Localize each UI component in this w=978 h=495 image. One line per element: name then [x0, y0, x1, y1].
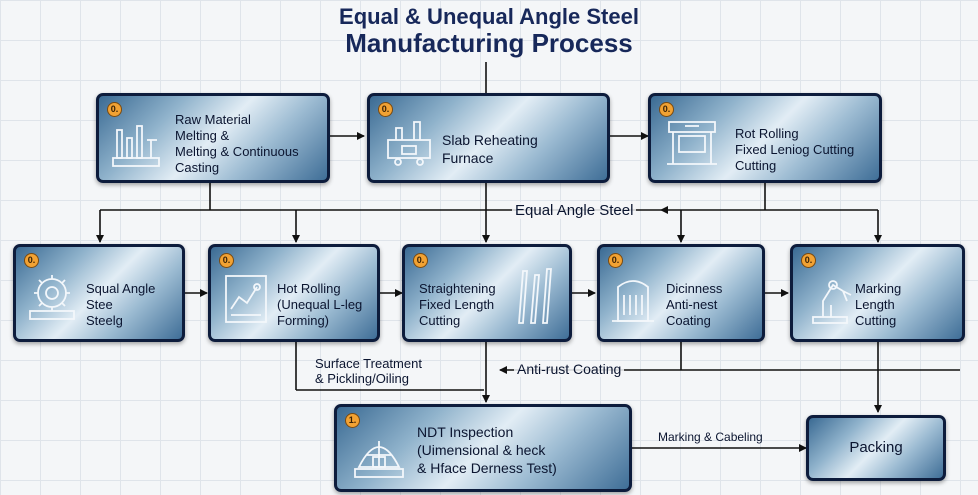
step-badge: 0.: [24, 253, 39, 268]
node-label: NDT Inspection(Uimensional & heck & Hfac…: [417, 424, 557, 476]
node-label: Hot Rolling(Unequal L-leg Forming): [277, 281, 363, 328]
edge-label-anti-rust-coating: Anti-rust Coating: [514, 361, 625, 377]
node-hot-rolling-unequal[interactable]: 0. Hot Rolling(Unequal L-leg Forming): [208, 244, 380, 342]
node-label: Packing: [849, 439, 903, 456]
node-ndt-inspection[interactable]: 1. NDT Inspection(Uimensional & heck & H…: [334, 404, 632, 492]
steel-bars-icon: [513, 265, 557, 327]
inspection-dome-icon: [353, 427, 405, 481]
rolling-mill-icon: [665, 118, 719, 170]
gear-roller-icon: [26, 273, 78, 323]
step-badge: 0.: [801, 253, 816, 268]
furnace-icon: [384, 118, 434, 168]
step-badge: 0.: [378, 102, 393, 117]
step-badge: 0.: [219, 253, 234, 268]
step-badge: 1.: [345, 413, 360, 428]
step-badge: 0.: [107, 102, 122, 117]
factory-icon: [111, 120, 161, 170]
edge-label-marking-cabeling: Marking & Cabeling: [658, 430, 763, 444]
tank-icon: [610, 273, 656, 325]
node-packing[interactable]: Packing: [806, 415, 946, 481]
step-badge: 0.: [413, 253, 428, 268]
edge-label-equal-angle-steel: Equal Angle Steel: [512, 202, 637, 219]
robot-arm-icon: [807, 271, 853, 327]
step-badge: 0.: [659, 102, 674, 117]
edge-label-surface-treatment: Surface Treatment & Pickling/Oiling: [315, 356, 422, 386]
forming-chart-icon: [223, 273, 269, 325]
step-badge: 0.: [608, 253, 623, 268]
diagram-title-line1: Equal & Unequal Angle Steel: [339, 4, 639, 29]
diagram-title-line2: Manufacturing Process: [345, 28, 633, 58]
